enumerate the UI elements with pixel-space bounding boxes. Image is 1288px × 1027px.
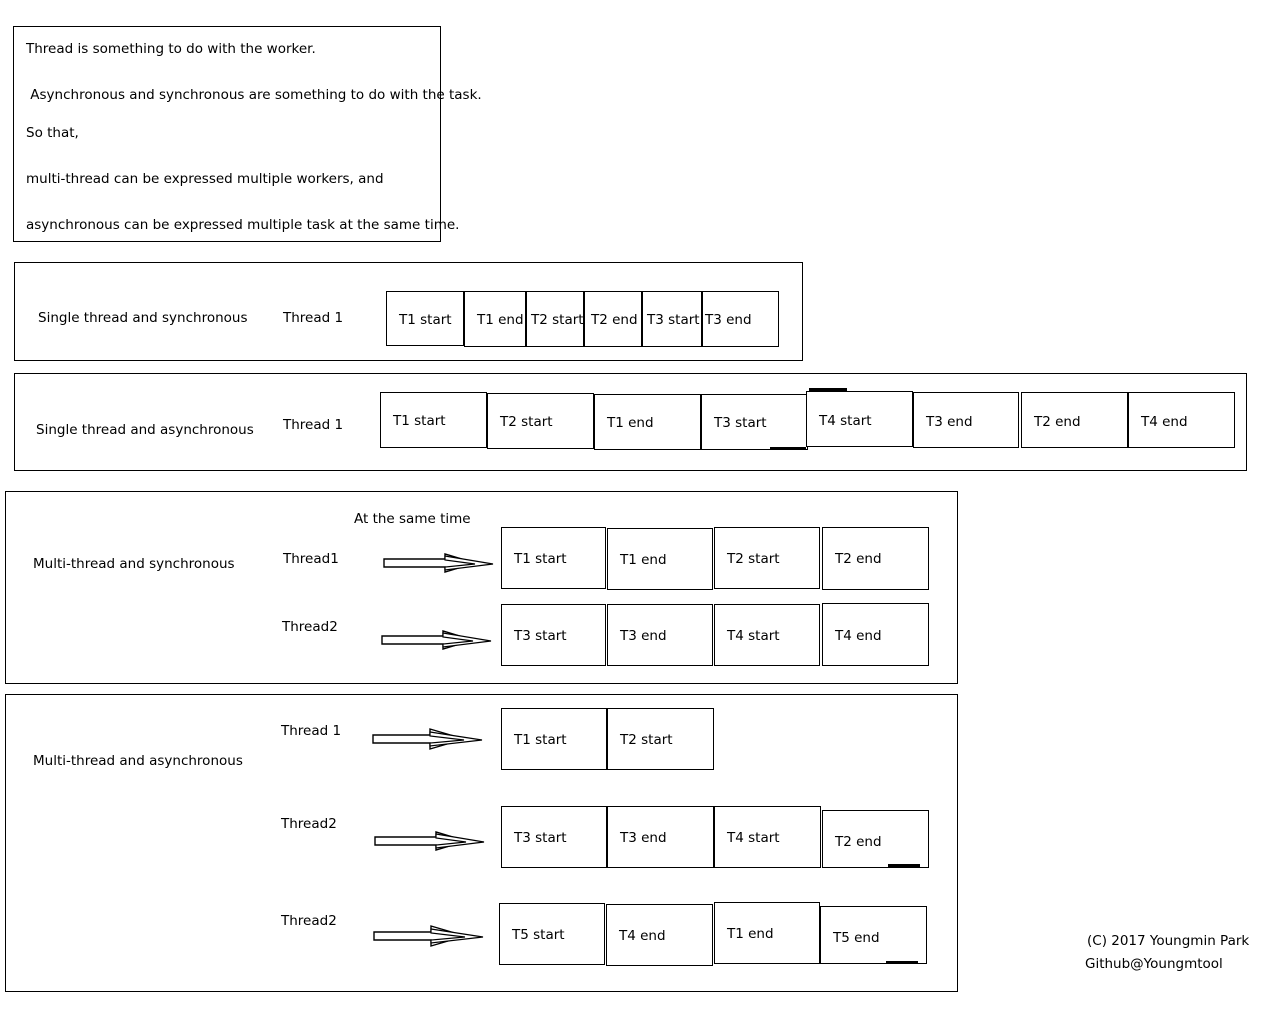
task-box[interactable]: T3 start [501,604,606,666]
task-box-label: T4 start [819,413,872,429]
thread-label-s4-r2: Thread2 [281,816,337,832]
task-box-label: T2 end [1034,414,1081,430]
task-box[interactable]: T1 start [380,392,487,448]
task-box[interactable]: T1 start [501,708,607,770]
task-box[interactable]: T2 start [607,708,714,770]
ink-smudge-bottom [770,447,806,450]
task-box[interactable]: T1 end [464,291,526,347]
ink-smudge-top [809,388,847,391]
task-box[interactable]: T5 end [820,906,927,964]
ink-smudge-row3 [886,961,918,964]
task-box[interactable]: T2 start [487,393,594,449]
task-box-label: T4 start [727,628,780,644]
flow-arrow-icon [381,628,493,656]
task-box-label: T4 end [835,628,882,644]
flow-arrow-icon [373,924,485,952]
section-label-single-thread-synchronous: Single thread and synchronous [38,310,248,326]
task-box-label: T4 end [1141,414,1188,430]
task-box[interactable]: T1 end [594,394,701,450]
note-line-1: Thread is something to do with the worke… [26,41,316,57]
task-box[interactable]: T2 end [822,527,929,590]
task-box[interactable]: T2 start [526,291,584,347]
task-box-label: T2 start [500,414,553,430]
thread-label-s3-r2: Thread2 [282,619,338,635]
task-box[interactable]: T3 start [701,394,808,450]
task-box-label: T2 start [531,312,584,328]
task-box-label: T2 end [835,834,882,850]
task-box[interactable]: T4 start [714,604,820,666]
flow-arrow-icon [383,551,495,579]
caption-at-the-same-time: At the same time [354,511,471,527]
task-box-label: T3 start [514,830,567,846]
task-box[interactable]: T4 end [606,904,713,966]
task-box-label: T1 start [514,732,567,748]
explanation-note-box: Thread is something to do with the worke… [13,26,482,242]
task-box-label: T1 start [399,312,452,328]
task-box-label: T3 end [705,312,752,328]
task-box[interactable]: T1 end [607,528,713,590]
thread-label-s1-r1: Thread 1 [283,310,344,326]
task-box-label: T1 start [514,551,567,567]
task-box[interactable]: T1 start [386,291,464,346]
task-box-label: T3 end [620,830,667,846]
task-box[interactable]: T3 end [702,291,779,347]
task-box[interactable]: T3 start [501,806,607,868]
task-box[interactable]: T1 end [714,902,820,964]
note-line-4: multi-thread can be expressed multiple w… [26,171,384,187]
task-box[interactable]: T5 start [499,903,605,965]
task-box[interactable]: T3 end [607,604,713,666]
task-box-label: T4 start [727,830,780,846]
ink-smudge-row2 [888,864,920,867]
thread-label-s4-r3: Thread2 [281,913,337,929]
note-line-3: So that, [26,125,79,141]
task-box[interactable]: T3 start [642,291,702,347]
section-label-multi-thread-synchronous: Multi-thread and synchronous [33,556,235,572]
section-label-multi-thread-asynchronous: Multi-thread and asynchronous [33,753,243,769]
task-box-label: T4 end [619,928,666,944]
note-line-2: Asynchronous and synchronous are somethi… [26,87,482,103]
flow-arrow-icon [374,829,486,857]
task-box[interactable]: T2 start [714,527,820,589]
task-box-label: T3 start [514,628,567,644]
task-box-label: T5 end [833,930,880,946]
credit-line-2: Github@Youngmtool [1085,956,1223,972]
task-box[interactable]: T4 start [806,391,913,447]
task-box-label: T1 end [477,312,524,328]
task-box-label: T1 end [727,926,774,942]
task-box-label: T1 end [620,552,667,568]
task-box-label: T1 end [607,415,654,431]
task-box-label: T3 start [714,415,767,431]
task-box-label: T2 start [727,551,780,567]
task-box-label: T3 end [926,414,973,430]
task-box[interactable]: T1 start [501,527,606,589]
thread-label-s3-r1: Thread1 [283,551,339,567]
task-box-label: T3 end [620,628,667,644]
thread-label-s2-r1: Thread 1 [283,417,344,433]
task-box[interactable]: T4 start [714,806,821,868]
credit-line-1: (C) 2017 Youngmin Park [1087,933,1250,949]
task-box[interactable]: T3 end [607,806,714,868]
task-box-label: T3 start [647,312,700,328]
task-box[interactable]: T4 end [1128,392,1235,448]
task-box[interactable]: T2 end [1021,392,1128,448]
task-box-label: T5 start [512,927,565,943]
section-label-single-thread-asynchronous: Single thread and asynchronous [36,422,254,438]
note-line-5: asynchronous can be expressed multiple t… [26,217,460,233]
task-box-label: T2 end [591,312,638,328]
flow-arrow-icon [372,727,484,755]
task-box-label: T1 start [393,413,446,429]
task-box-label: T2 end [835,551,882,567]
task-box[interactable]: T2 end [584,291,642,347]
task-box[interactable]: T4 end [822,603,929,666]
task-box[interactable]: T2 end [822,810,929,868]
thread-label-s4-r1: Thread 1 [281,723,342,739]
task-box-label: T2 start [620,732,673,748]
task-box[interactable]: T3 end [913,392,1019,448]
